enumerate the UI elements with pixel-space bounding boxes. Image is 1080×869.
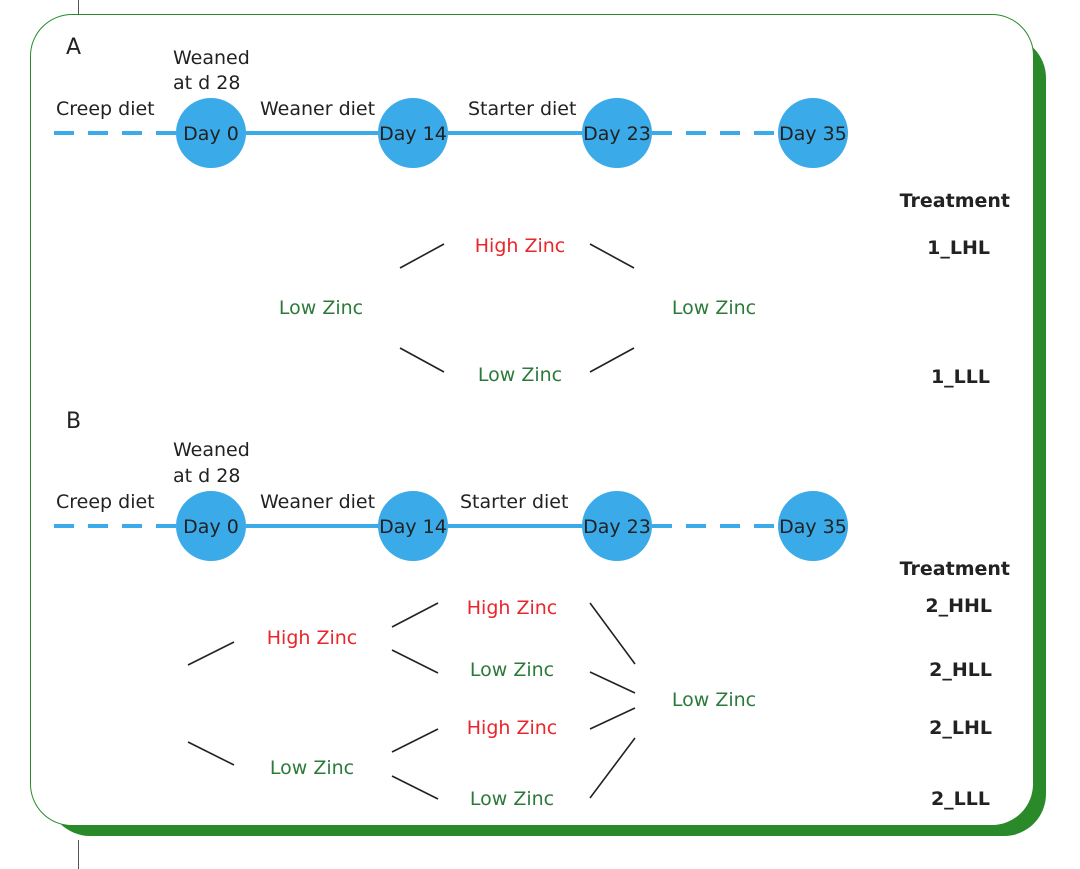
day-label: Day 23 xyxy=(583,516,651,538)
branch-line xyxy=(391,775,439,800)
panel-a: A Weaned at d 28 Creep diet Weaner diet … xyxy=(54,35,1010,388)
branch-line xyxy=(391,649,439,674)
branch-line xyxy=(589,347,635,373)
day-label: Day 23 xyxy=(583,123,651,145)
branch-line xyxy=(589,671,636,694)
panel-a-label: A xyxy=(66,35,81,60)
branch-line xyxy=(589,243,635,269)
treatment-code: 1_LLL xyxy=(931,366,990,388)
day-node xyxy=(778,491,848,561)
panel-b-creep-label: Creep diet xyxy=(56,491,155,513)
zinc-node-high: High Zinc xyxy=(475,235,566,257)
treatment-header: Treatment xyxy=(900,190,1010,212)
treatment-code: 2_HLL xyxy=(929,659,992,681)
day-label: Day 14 xyxy=(379,123,447,145)
day-label: Day 35 xyxy=(779,123,847,145)
treatment-code: 2_LHL xyxy=(929,717,992,739)
treatment-code: 2_LLL xyxy=(931,788,990,810)
panel-a-weaner-label: Weaner diet xyxy=(260,98,375,120)
day-node xyxy=(176,491,246,561)
branch-line xyxy=(589,707,636,730)
day-node xyxy=(778,98,848,168)
zinc-node-high: High Zinc xyxy=(267,627,358,649)
panel-b-weaner-label: Weaner diet xyxy=(260,491,375,513)
zinc-node-low: Low Zinc xyxy=(478,364,562,386)
branch-line xyxy=(399,243,445,269)
panel-b-label: B xyxy=(66,409,81,434)
zinc-node-low: Low Zinc xyxy=(470,788,554,810)
treatment-header: Treatment xyxy=(900,558,1010,580)
panel-a-weaned-line2: at d 28 xyxy=(173,72,240,94)
day-label: Day 14 xyxy=(379,516,447,538)
zinc-node-high: High Zinc xyxy=(467,597,558,619)
panel-b-branches xyxy=(187,602,636,800)
panel-a-weaned-line1: Weaned xyxy=(173,47,250,69)
treatment-code: 2_HHL xyxy=(925,595,992,617)
zinc-node-low: Low Zinc xyxy=(470,659,554,681)
day-node xyxy=(582,98,652,168)
panel-b-day-nodes: Day 0 Day 14 Day 23 Day 35 xyxy=(176,491,848,561)
day-node xyxy=(582,491,652,561)
branch-line xyxy=(399,347,445,373)
panel-b-weaned-line1: Weaned xyxy=(173,439,250,461)
branch-line xyxy=(391,728,439,753)
day-node xyxy=(378,491,448,561)
branch-line xyxy=(589,602,636,665)
panel-a-branches xyxy=(399,243,635,373)
guide-line-top xyxy=(78,0,79,16)
branch-line xyxy=(187,641,235,666)
day-node xyxy=(378,98,448,168)
branch-line xyxy=(187,741,235,766)
panel-b-starter-label: Starter diet xyxy=(460,491,568,513)
day-label: Day 35 xyxy=(779,516,847,538)
day-label: Day 0 xyxy=(183,516,239,538)
branch-line xyxy=(589,737,636,799)
panel-a-starter-label: Starter diet xyxy=(468,98,576,120)
zinc-node-low: Low Zinc xyxy=(270,757,354,779)
panel-a-creep-label: Creep diet xyxy=(56,98,155,120)
panel-b: B Weaned at d 28 Creep diet Weaner diet … xyxy=(54,409,1010,810)
panel-a-day-nodes: Day 0 Day 14 Day 23 Day 35 xyxy=(176,98,848,168)
day-label: Day 0 xyxy=(183,123,239,145)
branch-line xyxy=(391,602,439,628)
zinc-node-low: Low Zinc xyxy=(672,297,756,319)
zinc-node-low: Low Zinc xyxy=(672,689,756,711)
guide-line-bottom xyxy=(78,840,79,869)
zinc-node-low: Low Zinc xyxy=(279,297,363,319)
panel-b-weaned-line2: at d 28 xyxy=(173,465,240,487)
zinc-node-high: High Zinc xyxy=(467,717,558,739)
day-node xyxy=(176,98,246,168)
treatment-code: 1_LHL xyxy=(927,237,990,259)
